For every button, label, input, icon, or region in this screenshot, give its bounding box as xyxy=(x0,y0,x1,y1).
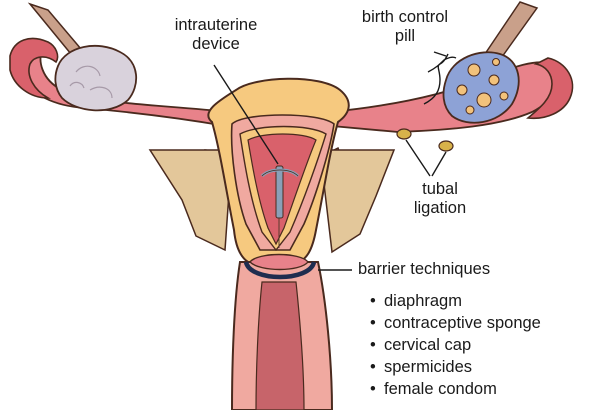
list-item: • female condom xyxy=(370,378,541,400)
tubal-ligation-clips xyxy=(396,128,454,152)
vaginal-canal-inner xyxy=(255,281,305,410)
iud-label-line1: intrauterine xyxy=(174,16,258,34)
iud-label-line2: device xyxy=(192,35,240,53)
right-ovary xyxy=(442,51,520,124)
iud-stem xyxy=(275,165,284,219)
follicle xyxy=(476,92,492,108)
tubal-pointer-line-1 xyxy=(405,139,431,177)
follicle xyxy=(465,105,475,115)
follicle xyxy=(492,58,500,66)
bullet-icon: • xyxy=(370,358,376,376)
pill-label-line1: birth control xyxy=(361,8,449,26)
left-ovary xyxy=(54,44,138,112)
follicle xyxy=(499,91,509,101)
ligation-clip-lower xyxy=(438,140,454,152)
list-item-label: female condom xyxy=(384,380,497,398)
ovarian-follicles xyxy=(456,58,509,115)
pill-label: birth control pill xyxy=(350,8,460,46)
pill-label-line2: pill xyxy=(394,27,416,45)
bullet-icon: • xyxy=(370,380,376,398)
right-broad-ligament xyxy=(319,149,396,254)
left-broad-ligament xyxy=(148,149,233,252)
iud-device xyxy=(260,165,300,248)
diaphragm xyxy=(243,261,317,280)
bullet-icon: • xyxy=(370,292,376,310)
tubal-ligation-label: tubal ligation xyxy=(400,180,480,218)
list-item: • diaphragm xyxy=(370,290,541,312)
bullet-icon: • xyxy=(370,336,376,354)
left-fimbria xyxy=(9,37,59,99)
iud-arms-outline xyxy=(261,169,299,177)
tubal-pointer-line-2 xyxy=(431,151,447,177)
list-item-label: contraceptive sponge xyxy=(384,314,541,332)
list-item: • contraceptive sponge xyxy=(370,312,541,334)
list-item: • spermicides xyxy=(370,356,541,378)
pill-pointer-line xyxy=(433,51,447,57)
follicle xyxy=(488,74,500,86)
bullet-icon: • xyxy=(370,314,376,332)
barrier-techniques-list: • diaphragm • contraceptive sponge • cervic… xyxy=(370,290,541,400)
tubal-label-line1: tubal xyxy=(422,180,458,198)
list-item-label: cervical cap xyxy=(384,336,472,354)
pill-bracket xyxy=(423,53,457,105)
tubal-label-line2: ligation xyxy=(413,199,467,217)
cervix xyxy=(249,253,309,271)
iud-label: intrauterine device xyxy=(160,16,272,54)
right-fimbria xyxy=(526,57,574,120)
list-item: • cervical cap xyxy=(370,334,541,356)
barrier-techniques-title: barrier techniques xyxy=(358,260,491,278)
ligation-clip-upper xyxy=(396,128,412,140)
list-item-label: diaphragm xyxy=(384,292,462,310)
follicle xyxy=(456,84,468,96)
list-item-label: spermicides xyxy=(384,358,473,376)
follicle xyxy=(467,63,481,77)
left-ovary-texture xyxy=(69,65,113,99)
pointer-lines xyxy=(213,51,457,271)
iud-pointer-line xyxy=(213,64,279,165)
